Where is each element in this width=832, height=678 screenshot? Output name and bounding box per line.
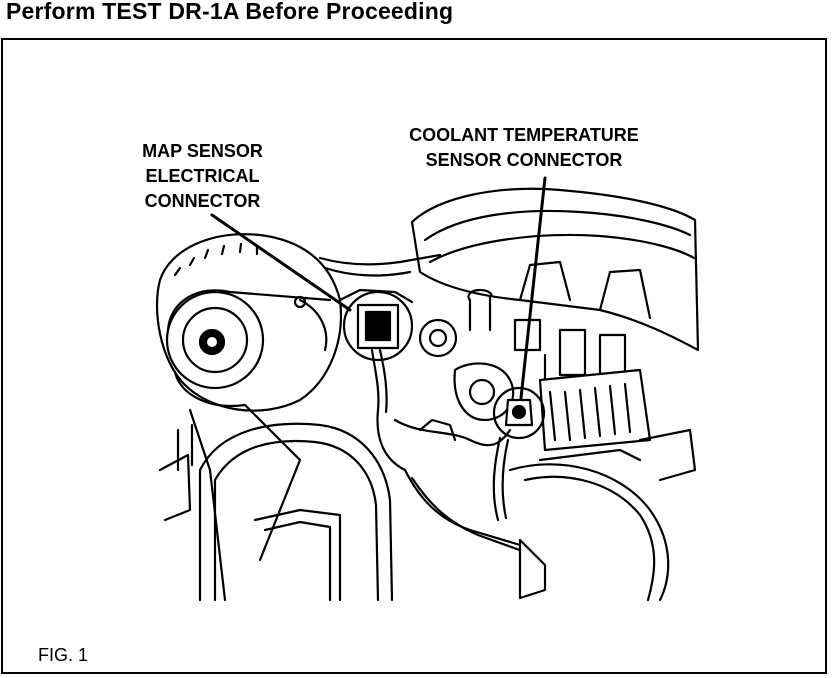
- timing-cover: [158, 422, 394, 602]
- fuel-injectors: [467, 288, 652, 452]
- page-title: Perform TEST DR-1A Before Proceeding: [6, 0, 454, 24]
- wiring-harness: [318, 253, 547, 600]
- map-sensor-callout-line-2: ELECTRICAL: [145, 166, 260, 186]
- coolant-sensor-callout-line-1: COOLANT TEMPERATURE: [409, 125, 639, 145]
- map-sensor-callout-line-3: CONNECTOR: [144, 191, 261, 211]
- coolant-sensor-callout-line-2: SENSOR CONNECTOR: [425, 150, 623, 170]
- coolant-sensor-callout: COOLANT TEMPERATURE SENSOR CONNECTOR: [378, 123, 670, 173]
- figure-label: FIG. 1: [38, 645, 89, 665]
- lower-housing: [508, 428, 697, 602]
- map-sensor-callout-line-1: MAP SENSOR: [142, 141, 263, 161]
- coolant-sensor-leader-line: [519, 176, 547, 400]
- intake-plenum: [410, 187, 700, 352]
- drive-belt: [166, 289, 332, 602]
- map-sensor-callout: MAP SENSOR ELECTRICAL CONNECTOR: [120, 139, 285, 214]
- coolant-sensor-connector: [492, 386, 546, 522]
- throttle-body: [418, 318, 515, 422]
- figure-frame: [1, 38, 827, 674]
- map-sensor-connector: [338, 288, 414, 472]
- map-sensor-leader-line: [210, 213, 352, 312]
- alternator: [155, 233, 342, 412]
